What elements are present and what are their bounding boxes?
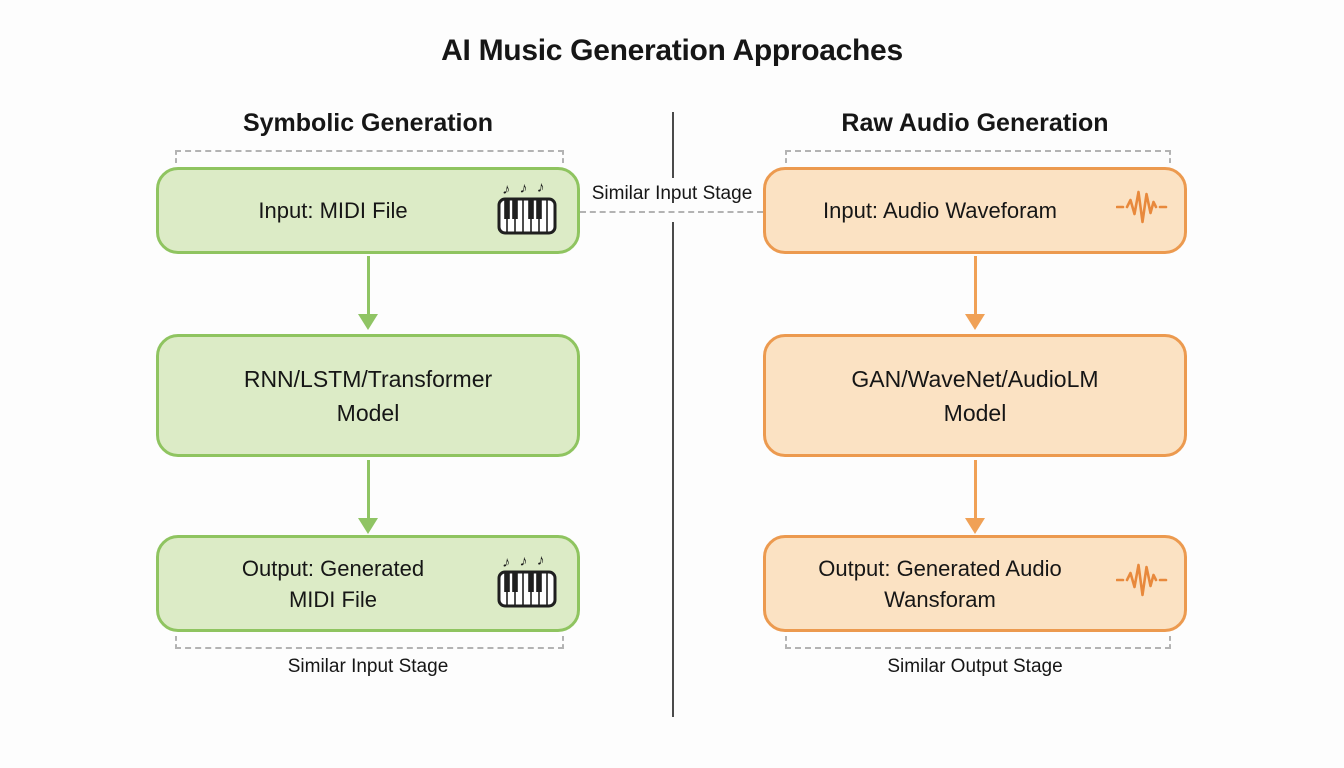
left-input-bracket: [175, 150, 564, 163]
left-bottom-stage-label: Similar Input Stage: [287, 656, 449, 677]
raw-audio-model-line2: Model: [943, 399, 1007, 426]
raw-audio-model-line1: GAN/WaveNet/AudioLM: [851, 365, 1099, 392]
output-audio-line2: Wansforam: [884, 586, 996, 612]
right-column-header: Raw Audio Generation: [841, 109, 1109, 137]
similar-stage-dashed-connector: [580, 211, 763, 213]
svg-text:♪: ♪: [519, 179, 529, 197]
svg-text:♪: ♪: [501, 180, 511, 198]
input-midi-file-label: Input: MIDI File: [258, 198, 408, 223]
left-output-bracket: [175, 636, 564, 649]
symbolic-model-line1: RNN/LSTM/Transformer: [243, 365, 493, 392]
down-arrow: [965, 460, 985, 534]
symbolic-model-line2: Model: [336, 399, 400, 426]
similar-input-stage-label: Similar Input Stage: [552, 183, 792, 205]
input-audio-waveform-box: Input: Audio Waveforam: [763, 167, 1187, 254]
right-input-bracket: [785, 150, 1171, 163]
right-bottom-stage-label: Similar Output Stage: [887, 656, 1063, 677]
output-audio-waveform-box: Output: Generated Audio Wansforam: [763, 535, 1187, 632]
piano-keyboard-icon: ♪ ♪ ♪: [497, 551, 557, 617]
left-column-header: Symbolic Generation: [242, 109, 494, 137]
svg-text:♪: ♪: [519, 552, 529, 570]
audio-waveform-icon: [1115, 559, 1170, 609]
down-arrow: [965, 256, 985, 330]
raw-audio-model-box: GAN/WaveNet/AudioLM Model: [763, 334, 1187, 457]
input-midi-file-box: Input: MIDI File ♪ ♪ ♪: [156, 167, 580, 254]
column-divider-line: [672, 112, 674, 178]
output-audio-line1: Output: Generated Audio: [818, 555, 1062, 581]
output-midi-file-box: Output: Generated MIDI File ♪ ♪ ♪: [156, 535, 580, 632]
down-arrow: [358, 460, 378, 534]
svg-text:♪: ♪: [536, 551, 545, 569]
column-divider-line: [672, 222, 674, 717]
svg-text:♪: ♪: [536, 178, 545, 196]
audio-waveform-icon: [1115, 186, 1170, 236]
output-midi-line1: Output: Generated: [241, 555, 425, 581]
input-audio-label: Input: Audio Waveforam: [823, 198, 1057, 223]
piano-keyboard-icon: ♪ ♪ ♪: [497, 178, 557, 244]
svg-text:♪: ♪: [501, 553, 511, 571]
symbolic-model-box: RNN/LSTM/Transformer Model: [156, 334, 580, 457]
down-arrow: [358, 256, 378, 330]
right-output-bracket: [785, 636, 1171, 649]
output-midi-line2: MIDI File: [288, 586, 377, 612]
diagram-title: AI Music Generation Approaches: [441, 34, 903, 67]
